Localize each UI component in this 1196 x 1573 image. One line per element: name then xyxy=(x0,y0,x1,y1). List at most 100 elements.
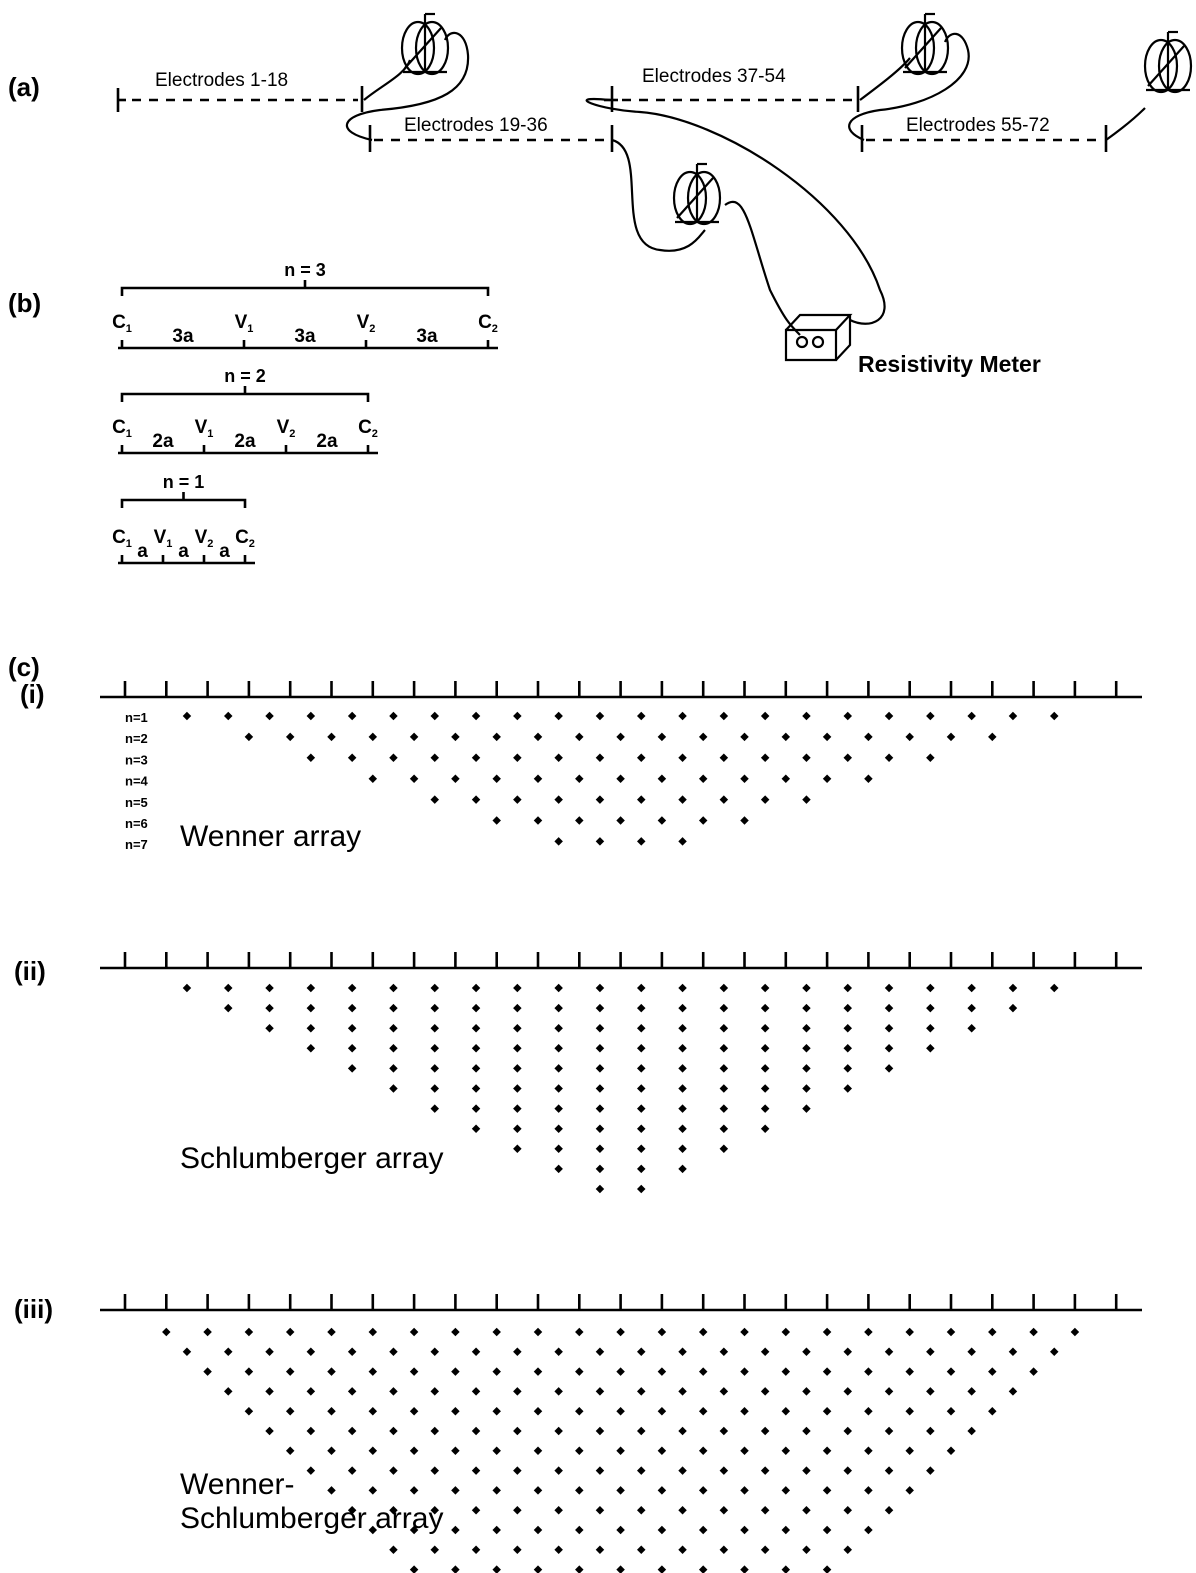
data-point xyxy=(471,1124,481,1133)
data-point xyxy=(678,1466,687,1475)
data-point xyxy=(285,1367,295,1376)
data-point xyxy=(822,1406,832,1416)
data-point xyxy=(368,1486,378,1495)
data-point xyxy=(409,1525,419,1535)
spacing-label: a xyxy=(178,541,189,562)
data-point xyxy=(430,1044,439,1053)
spacing-label: a xyxy=(219,541,230,562)
data-point xyxy=(575,1367,584,1376)
data-point xyxy=(719,1124,729,1133)
data-point xyxy=(492,774,501,783)
data-point xyxy=(595,1387,605,1396)
data-point xyxy=(760,711,770,721)
array-name: Wenner- xyxy=(180,1468,295,1501)
data-point xyxy=(637,1124,646,1133)
data-point xyxy=(451,1446,460,1456)
data-point xyxy=(430,1084,439,1093)
spacing-label: 3a xyxy=(172,326,194,347)
data-point xyxy=(389,1023,398,1033)
data-point xyxy=(637,837,646,846)
data-point xyxy=(657,732,667,742)
data-point xyxy=(967,1347,976,1357)
data-point xyxy=(740,732,749,742)
data-point xyxy=(244,1406,254,1416)
data-point xyxy=(595,1144,605,1154)
cable-electrodes-1-18: Electrodes 1-18 xyxy=(116,70,364,112)
data-point xyxy=(595,1003,605,1013)
data-point xyxy=(678,1124,687,1133)
data-point xyxy=(802,983,811,993)
data-point xyxy=(575,1525,584,1535)
data-point xyxy=(822,1565,832,1573)
data-point xyxy=(1008,1347,1018,1357)
data-point xyxy=(451,1367,460,1376)
data-point xyxy=(926,1044,935,1053)
data-point xyxy=(513,1505,522,1515)
electrode-label: V1 xyxy=(235,312,254,335)
data-point xyxy=(760,1505,770,1515)
data-point xyxy=(637,1347,646,1357)
data-point xyxy=(802,1387,811,1396)
data-point xyxy=(285,1406,295,1416)
data-point xyxy=(1008,983,1018,993)
data-point xyxy=(760,1426,770,1436)
data-point xyxy=(926,711,935,721)
data-point xyxy=(843,1387,852,1396)
electrode-label: V1 xyxy=(154,527,173,550)
data-point xyxy=(595,711,605,721)
pseudosection-1: (i)Wenner array xyxy=(20,679,1142,853)
data-point xyxy=(224,1347,233,1357)
data-point xyxy=(471,1545,481,1555)
data-point xyxy=(740,1406,749,1416)
data-point xyxy=(513,1545,522,1555)
data-point xyxy=(967,1387,976,1396)
data-point xyxy=(471,1466,481,1475)
data-point xyxy=(637,711,646,721)
data-point xyxy=(905,732,914,742)
data-point xyxy=(306,711,316,721)
data-point xyxy=(265,983,274,993)
data-point xyxy=(802,1003,811,1013)
level-label: n=2 xyxy=(125,731,148,746)
data-point xyxy=(719,1387,729,1396)
spacing-label: 3a xyxy=(294,326,316,347)
data-point xyxy=(678,1387,687,1396)
data-point xyxy=(884,1023,894,1033)
data-point xyxy=(905,1406,914,1416)
data-point xyxy=(389,753,398,763)
data-point xyxy=(678,983,687,993)
data-point xyxy=(657,1525,667,1535)
data-point xyxy=(760,983,770,993)
data-point xyxy=(347,983,357,993)
data-point xyxy=(492,732,501,742)
data-point xyxy=(926,983,935,993)
data-point xyxy=(265,1426,274,1436)
data-point xyxy=(864,1486,873,1495)
data-point xyxy=(802,753,811,763)
data-point xyxy=(595,1505,605,1515)
cable-reel-icon xyxy=(1143,30,1193,94)
data-point xyxy=(657,774,667,783)
data-point xyxy=(760,795,770,804)
data-point xyxy=(513,1023,522,1033)
data-point xyxy=(1008,711,1018,721)
data-point xyxy=(802,1023,811,1033)
data-point xyxy=(1029,1327,1038,1337)
data-point xyxy=(719,1347,729,1357)
data-point xyxy=(740,774,749,783)
data-point xyxy=(1050,1347,1059,1357)
data-point xyxy=(637,1144,646,1154)
data-point xyxy=(533,774,543,783)
data-point xyxy=(678,837,687,846)
data-point xyxy=(926,1003,935,1013)
data-point xyxy=(224,1003,233,1013)
data-point xyxy=(946,1327,956,1337)
data-point xyxy=(513,1426,522,1436)
data-point xyxy=(802,1044,811,1053)
data-point xyxy=(368,732,378,742)
meter-dial-icon xyxy=(811,335,825,349)
data-point xyxy=(327,1367,336,1376)
data-point xyxy=(781,1367,791,1376)
data-point xyxy=(430,1466,439,1475)
